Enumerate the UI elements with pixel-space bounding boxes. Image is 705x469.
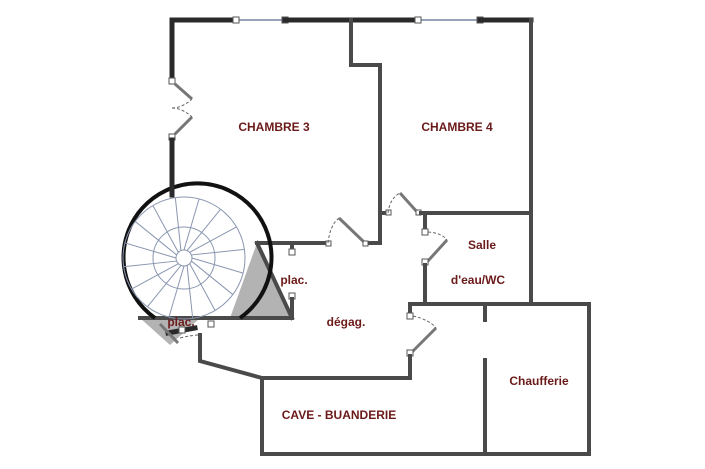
diagonal-wall [198,333,265,381]
chambre3-4-wall [349,18,382,245]
room-label-degagement: dégag. [327,315,366,329]
placard-shade [230,243,292,318]
room-label-chambre-4: CHAMBRE 4 [421,120,493,134]
room-label-chaufferie: Chaufferie [509,374,569,388]
chambre3-door [255,216,369,247]
spiral-staircase [121,181,274,320]
room-label-placard-2: plac. [167,315,194,329]
room-labels: CHAMBRE 3 CHAMBRE 4 Salle d'eau/WC plac. plac… [167,120,569,422]
cave-door [406,302,438,380]
placard-2-door [158,320,215,345]
cave-wall [260,376,591,456]
placard-1-wall [254,240,296,321]
room-label-placard-1: plac. [280,273,307,287]
salle-eau-door [421,211,449,306]
room-label-salle-eau-2: d'eau/WC [451,273,506,287]
room-label-salle-eau-1: Salle [468,238,496,252]
room-label-cave-buanderie: CAVE - BUANDERIE [282,408,396,422]
room-label-chambre-3: CHAMBRE 3 [238,120,310,134]
chambre3-left-wall [168,17,194,188]
chambre4-door [378,191,533,216]
